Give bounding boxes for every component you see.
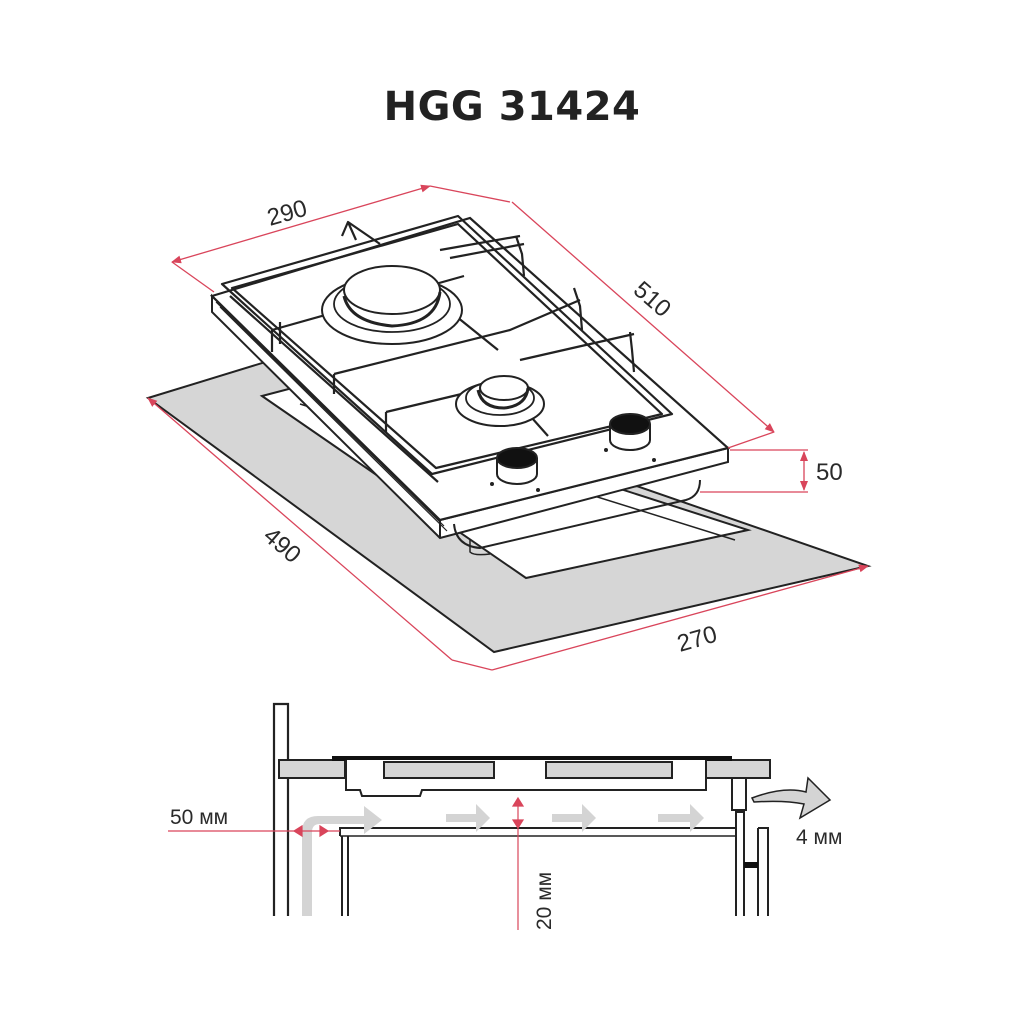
cabinet: [339, 811, 769, 916]
dim-cutout-depth: 490: [258, 522, 306, 569]
dim-cutout-width: 270: [674, 621, 720, 658]
dim-ventilation-gap: 4 мм: [796, 826, 842, 849]
control-knob-1: [490, 447, 540, 492]
section-dimension-lines: [168, 796, 525, 930]
worktop: [278, 759, 771, 779]
dim-side-clearance: 50 мм: [170, 806, 228, 829]
control-knob-2: [604, 413, 656, 462]
dim-hob-width: 290: [264, 195, 310, 232]
dim-hob-depth: 510: [628, 276, 676, 323]
section-view: 50 мм 20 мм 4 мм: [168, 702, 842, 930]
large-burner: [321, 265, 463, 345]
dimension-lines: [147, 184, 869, 671]
hob-section: [332, 756, 747, 811]
back-wall: [272, 702, 290, 916]
isometric-view: 290 510 50 490 270: [145, 184, 872, 671]
dim-bottom-clearance: 20 мм: [533, 872, 556, 930]
model-title: HGG 31424: [383, 84, 641, 130]
airflow-arrows: [302, 776, 832, 916]
small-burner: [455, 375, 545, 427]
dim-hob-height: 50: [816, 459, 843, 486]
